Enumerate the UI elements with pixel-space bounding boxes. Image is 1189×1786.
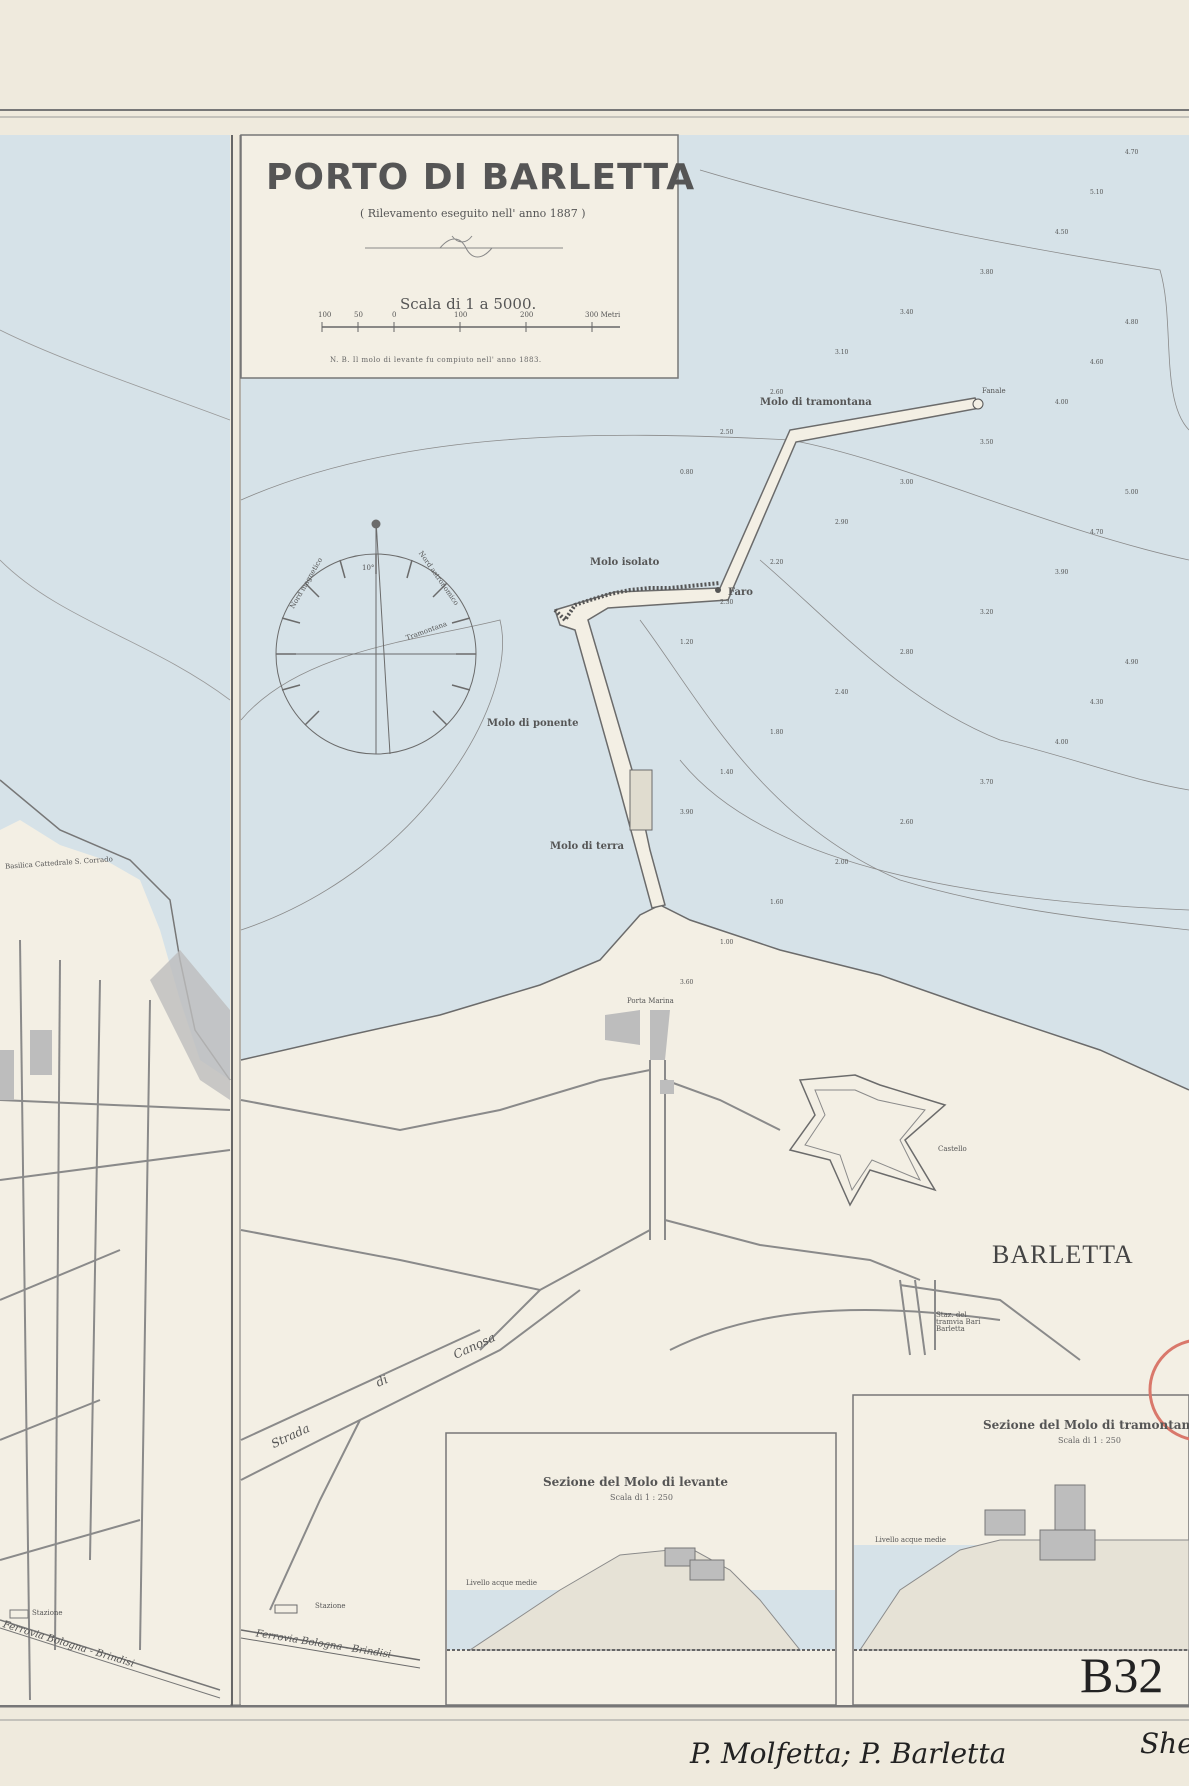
depth-sounding: 4.50 bbox=[1055, 229, 1069, 236]
scale-tick-6: 300 Metri bbox=[585, 311, 621, 319]
depth-sounding: 1.20 bbox=[680, 639, 694, 646]
map-note: N. B. Il molo di levante fu compiuto nel… bbox=[330, 356, 542, 364]
depth-sounding: 4.70 bbox=[1090, 529, 1104, 536]
section-tramontana-title: Sezione del Molo di tramontana bbox=[983, 1418, 1189, 1432]
scale-tick-2: 50 bbox=[354, 311, 363, 319]
depth-sounding: 3.50 bbox=[980, 439, 994, 446]
label-city-barletta: BARLETTA bbox=[992, 1240, 1134, 1269]
section-levante-box bbox=[445, 1432, 837, 1706]
depth-sounding: 3.90 bbox=[1055, 569, 1069, 576]
scale-tick-5: 200 bbox=[520, 311, 534, 319]
map-subtitle: ( Rilevamento eseguito nell' anno 1887 ) bbox=[360, 207, 586, 220]
compass-rose bbox=[275, 519, 477, 755]
scale-tick-4: 100 bbox=[454, 311, 468, 319]
label-stazione-tramvia: Staz. del tramvia Bari Barletta bbox=[936, 1311, 981, 1333]
section-levante-scale: Scala di 1 : 250 bbox=[610, 1493, 673, 1502]
depth-sounding: 1.60 bbox=[770, 899, 784, 906]
depth-sounding: 3.20 bbox=[980, 609, 994, 616]
depth-sounding: 4.80 bbox=[1125, 319, 1139, 326]
shelfmark: B32 bbox=[1080, 1647, 1164, 1703]
section-tramontana-scale: Scala di 1 : 250 bbox=[1058, 1436, 1121, 1445]
left-inset-map bbox=[0, 135, 231, 1705]
depth-sounding: 3.70 bbox=[980, 779, 994, 786]
depth-sounding: 4.70 bbox=[1125, 149, 1139, 156]
depth-sounding: 2.60 bbox=[900, 819, 914, 826]
depth-sounding: 3.00 bbox=[900, 479, 914, 486]
depth-sounding: 1.40 bbox=[720, 769, 734, 776]
depth-sounding: 2.90 bbox=[835, 519, 849, 526]
label-porta-marina: Porta Marina bbox=[627, 997, 674, 1005]
compass-label-angle: 10° bbox=[362, 564, 375, 572]
depth-sounding: 2.80 bbox=[900, 649, 914, 656]
label-left-stazione: Stazione bbox=[32, 1609, 63, 1617]
label-stazione: Stazione bbox=[315, 1602, 346, 1610]
depth-sounding: 1.80 bbox=[770, 729, 784, 736]
map-scale: Scala di 1 a 5000. bbox=[400, 295, 537, 313]
label-fanale: Fanale bbox=[982, 387, 1006, 395]
depth-sounding: 4.00 bbox=[1055, 739, 1069, 746]
depth-sounding: 3.80 bbox=[980, 269, 994, 276]
scale-tick-1: 100 bbox=[318, 311, 332, 319]
depth-sounding: 0.80 bbox=[680, 469, 694, 476]
label-molo-tramontana: Molo di tramontana bbox=[760, 397, 872, 408]
depth-sounding: 5.00 bbox=[1125, 489, 1139, 496]
label-molo-terra: Molo di terra bbox=[550, 841, 624, 852]
section-tramontana-box bbox=[852, 1394, 1189, 1706]
depth-sounding: 4.60 bbox=[1090, 359, 1104, 366]
depth-sounding: 4.90 bbox=[1125, 659, 1139, 666]
depth-sounding: 4.30 bbox=[1090, 699, 1104, 706]
depth-sounding: 3.40 bbox=[900, 309, 914, 316]
depth-sounding: 2.40 bbox=[835, 689, 849, 696]
depth-sounding: 5.10 bbox=[1090, 189, 1104, 196]
depth-sounding: 3.10 bbox=[835, 349, 849, 356]
town bbox=[240, 1010, 1081, 1669]
depth-sounding: 3.60 bbox=[680, 979, 694, 986]
label-faro: Faro bbox=[728, 587, 753, 598]
section-tramontana-sea: Livello acque medie bbox=[875, 1536, 946, 1544]
scale-tick-3: 0 bbox=[392, 311, 397, 319]
label-castello: Castello bbox=[938, 1145, 967, 1153]
handwritten-note-2: Shel bbox=[1140, 1727, 1189, 1760]
depth-sounding: 2.20 bbox=[770, 559, 784, 566]
depth-sounding: 2.00 bbox=[835, 859, 849, 866]
depth-sounding: 2.30 bbox=[720, 599, 734, 606]
section-levante-sea: Livello acque medie bbox=[466, 1579, 537, 1587]
map-title: PORTO DI BARLETTA bbox=[266, 157, 696, 198]
depth-sounding: 2.60 bbox=[770, 389, 784, 396]
library-stamp bbox=[1148, 1339, 1189, 1441]
section-levante-title: Sezione del Molo di levante bbox=[543, 1475, 728, 1489]
label-molo-isolato: Molo isolato bbox=[590, 557, 660, 568]
title-cartouche bbox=[240, 134, 679, 379]
label-molo-ponente: Molo di ponente bbox=[487, 718, 579, 729]
handwritten-note-1: P. Molfetta; P. Barletta bbox=[690, 1737, 1007, 1770]
depth-sounding: 1.00 bbox=[720, 939, 734, 946]
depth-sounding: 4.00 bbox=[1055, 399, 1069, 406]
depth-sounding: 2.50 bbox=[720, 429, 734, 436]
harbour-moles bbox=[553, 397, 984, 909]
depth-sounding: 3.90 bbox=[680, 809, 694, 816]
